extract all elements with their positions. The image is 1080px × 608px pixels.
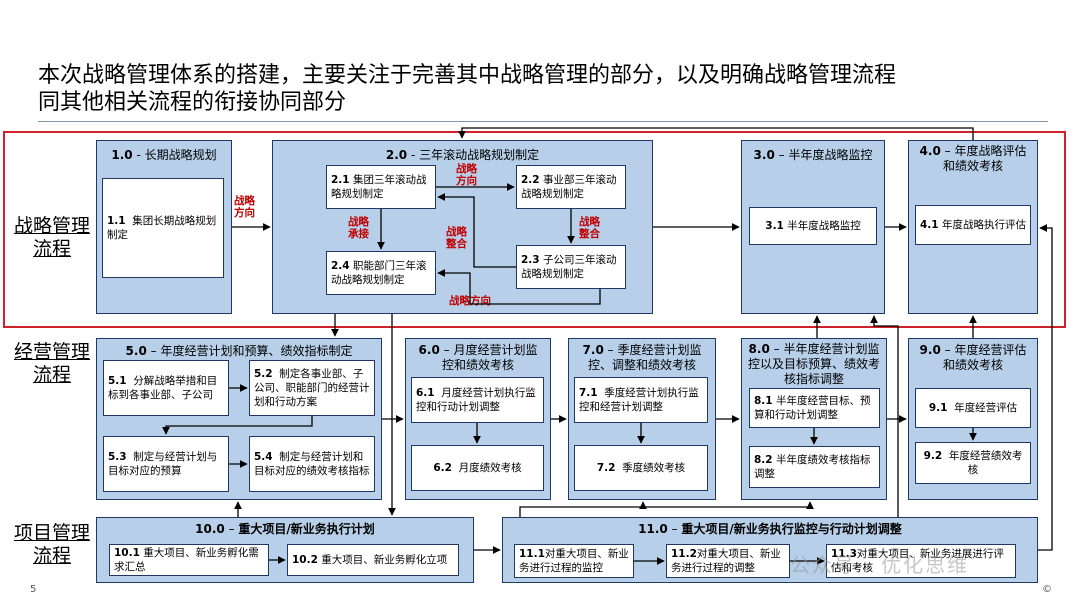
box-10-2: 10.2 重大项目、新业务孵化立项	[287, 544, 459, 576]
arrow-p11-p3	[870, 315, 899, 517]
label-direction-b: 战略方向	[456, 163, 477, 187]
label-integrate-a: 战略整合	[446, 226, 467, 250]
watermark: 公众号 · 优化思维	[790, 553, 970, 577]
box-5-1: 5.1 分解战略举措和目标到各事业部、子公司	[103, 360, 229, 416]
box-1-1: 1.1 集团长期战略规划制定	[102, 178, 224, 278]
box-4-1: 4.1 年度战略执行评估	[915, 205, 1031, 245]
box-10-1: 10.1 重大项目、新业务孵化需求汇总	[109, 544, 269, 576]
box-3-1: 3.1 半年度战略监控	[749, 207, 877, 245]
box-11-2: 11.2对重大项目、新业务进行过程的调整	[666, 544, 790, 578]
box-2-2: 2.2 事业部三年滚动战略规划制定	[516, 165, 626, 209]
row-label-operation: 经营管理流程	[14, 341, 91, 386]
box-5-4: 5.4 制定与经营计划和目标对应的绩效考核指标	[249, 436, 375, 492]
box-8-2: 8.2 半年度绩效考核指标调整	[749, 446, 880, 488]
box-6-1: 6.1 月度经营计划执行监控和行动计划调整	[411, 377, 544, 423]
box-9-1: 9.1 年度经营评估	[915, 388, 1031, 428]
box-7-2: 7.2 季度绩效考核	[574, 445, 708, 491]
arrow-p4-p2-top	[458, 127, 974, 140]
row-label-strategy: 战略管理流程	[14, 215, 91, 260]
copyright-mark: ©	[1042, 584, 1052, 595]
page-title: 本次战略管理体系的搭建，主要关注于完善其中战略管理的部分，以及明确战略管理流程 …	[38, 62, 1048, 116]
box-6-2: 6.2 月度绩效考核	[411, 445, 544, 491]
box-7-1: 7.1 季度经营计划执行监控和经营计划调整	[574, 377, 708, 423]
strategy-highlight-frame	[3, 131, 1066, 328]
label-bearing: 战略承接	[348, 216, 369, 240]
row-label-project: 项目管理流程	[14, 522, 91, 567]
box-2-3: 2.3 子公司三年滚动战略规划制定	[516, 245, 626, 289]
arrow-b52-b53	[162, 416, 313, 435]
title-line-2: 同其他相关流程的衔接协同部分	[38, 90, 347, 115]
box-11-3: 11.3对重大项目、新业务进展进行评估和考核	[826, 544, 1016, 578]
arrow-p11-p4	[1038, 224, 1053, 551]
title-line-1: 本次战略管理体系的搭建，主要关注于完善其中战略管理的部分，以及明确战略管理流程	[38, 63, 897, 88]
box-5-3: 5.3 制定与经营计划与目标对应的预算	[103, 436, 229, 492]
arrow-b22-b24	[437, 269, 601, 305]
label-direction-a: 战略方向	[234, 195, 255, 219]
arrow-b23-b21	[437, 193, 516, 268]
box-8-1: 8.1 半年度经营目标、预算和行动计划调整	[749, 388, 880, 428]
box-2-1: 2.1 集团三年滚动战略规划制定	[326, 165, 436, 209]
arrow-p11-ops	[519, 501, 647, 517]
page-number: 5	[30, 584, 37, 595]
label-integrate-b: 战略整合	[579, 216, 600, 240]
box-9-2: 9.2 年度经营绩效考核	[915, 442, 1031, 484]
box-11-1: 11.1对重大项目、新业务进行过程的监控	[514, 544, 634, 578]
box-5-2: 5.2 制定各事业部、子公司、职能部门的经营计划和行动方案	[249, 360, 375, 416]
title-divider	[38, 121, 1048, 122]
box-2-4: 2.4 职能部门三年滚动战略规划制定	[326, 251, 436, 295]
